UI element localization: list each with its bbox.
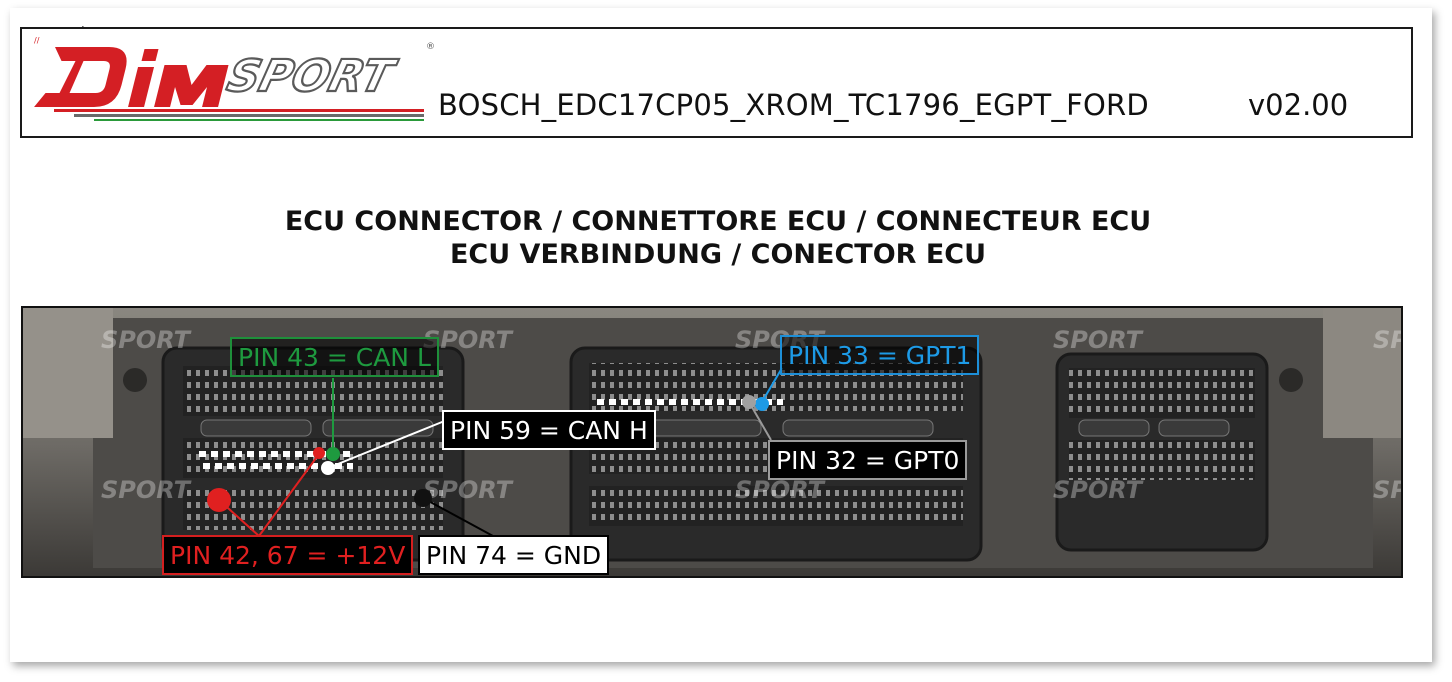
svg-text:®: ® — [426, 42, 434, 52]
svg-text:SPORT: SPORT — [222, 51, 401, 102]
pin-59-marker — [321, 461, 335, 475]
pin-43-marker — [326, 447, 340, 461]
pin-label-power: PIN 42, 67 = +12V — [162, 535, 414, 575]
pin-label-can-h: PIN 59 = CAN H — [442, 410, 656, 450]
pin-label-gpt0: PIN 32 = GPT0 — [768, 440, 968, 480]
pin-label-can-l: PIN 43 = CAN L — [230, 337, 439, 377]
document-version: v02.00 — [1248, 88, 1349, 122]
connector-heading-line-1: ECU CONNECTOR / CONNETTORE ECU / CONNECT… — [284, 206, 1152, 237]
pin-label-gnd: PIN 74 = GND — [418, 535, 610, 575]
watermark-text: SPORT — [1373, 326, 1403, 354]
watermark-text: SPORT — [1373, 476, 1403, 504]
pin-label-gpt1: PIN 33 = GPT1 — [780, 335, 980, 375]
pin-67-marker — [313, 447, 325, 459]
pin-74-marker — [414, 489, 432, 507]
watermark-text: SPORT — [101, 476, 192, 504]
watermark-text: SPORT — [101, 326, 192, 354]
svg-text://: // — [34, 36, 40, 45]
watermark-text: SPORT — [1053, 326, 1144, 354]
dimsport-logo: SPORT ® // — [34, 36, 434, 121]
pin-32-marker — [742, 395, 756, 409]
watermark-text: SPORT — [1053, 476, 1144, 504]
document-title: BOSCH_EDC17CP05_XROM_TC1796_EGPT_FORD — [438, 88, 1149, 122]
pin-33-marker — [755, 397, 769, 411]
watermark-text: SPORT — [423, 476, 514, 504]
pin-42-marker — [207, 488, 231, 512]
watermark-text: SPORT — [735, 476, 826, 504]
connector-heading-line-2: ECU VERBINDUNG / CONECTOR ECU — [449, 239, 987, 270]
